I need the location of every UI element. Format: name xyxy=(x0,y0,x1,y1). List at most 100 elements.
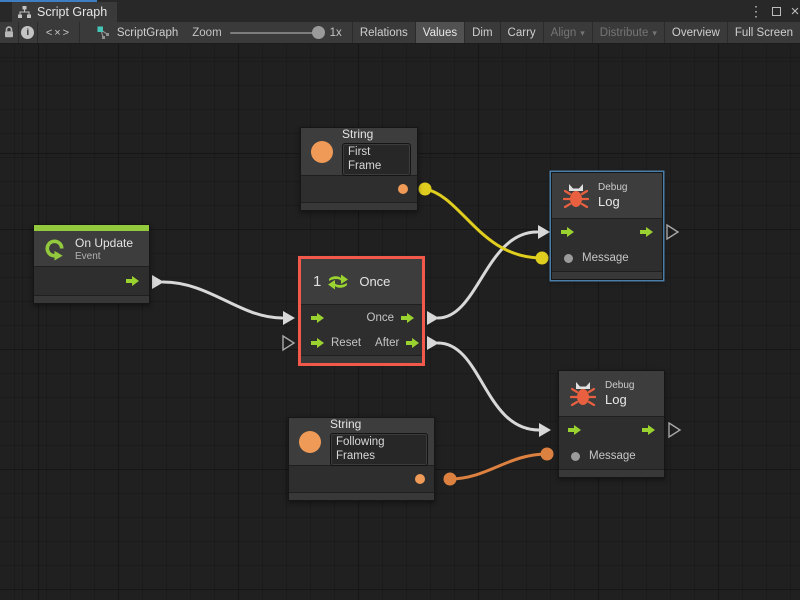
node-debug-log-top[interactable]: Debug Log Message xyxy=(551,172,663,280)
port-label: Message xyxy=(582,252,629,264)
node-debug-log-bottom[interactable]: Debug Log Message xyxy=(558,370,665,478)
view-options: Relations Values Dim Carry Align▾ Distri… xyxy=(351,22,800,43)
wire-once-to-debug-top[interactable] xyxy=(427,225,550,325)
string-type-icon xyxy=(299,430,321,453)
flow-output-port[interactable] xyxy=(640,227,653,237)
flow-output-port[interactable] xyxy=(126,276,139,286)
node-title: String xyxy=(330,416,362,431)
zoom-label: Zoom xyxy=(192,26,222,39)
node-title: Log xyxy=(598,194,620,209)
zoom-slider[interactable] xyxy=(229,26,325,39)
bug-icon xyxy=(570,381,596,406)
wire-onupdate-to-once[interactable] xyxy=(152,275,295,325)
values-button[interactable]: Values xyxy=(415,22,466,43)
unconnected-port-debug-top-out[interactable] xyxy=(666,223,680,241)
reset-input-port[interactable] xyxy=(311,337,324,348)
node-subtitle: Event xyxy=(75,250,101,262)
distribute-dropdown[interactable]: Distribute▾ xyxy=(593,22,665,43)
info-button[interactable]: i xyxy=(19,22,39,43)
control-flow-row xyxy=(552,219,662,245)
port-label: Once xyxy=(366,311,395,324)
string-type-icon xyxy=(311,140,333,163)
node-title: String xyxy=(342,126,374,141)
carry-button[interactable]: Carry xyxy=(501,22,544,43)
tab-title: Script Graph xyxy=(37,5,108,19)
node-string-following-frames[interactable]: String Following Frames xyxy=(288,417,435,501)
graph-canvas[interactable]: String First Frame xyxy=(0,44,800,600)
node-footer xyxy=(301,355,422,363)
graph-hierarchy-icon xyxy=(18,6,31,18)
flow-input-port[interactable] xyxy=(311,312,324,323)
message-input-port[interactable] xyxy=(571,451,580,461)
control-flow-row xyxy=(559,417,664,443)
relations-button[interactable]: Relations xyxy=(353,22,416,43)
port-label: Reset xyxy=(331,336,362,349)
after-output-port[interactable] xyxy=(406,337,420,348)
tab-focus-line xyxy=(0,0,97,2)
node-category: Debug xyxy=(605,380,635,391)
update-loop-icon xyxy=(45,239,64,261)
selection-outline: 1 Once Once Reset Aft xyxy=(298,256,425,366)
string-value-input[interactable]: Following Frames xyxy=(330,432,428,467)
info-icon: i xyxy=(21,26,35,39)
graph-toolbar: i <×> ScriptGraph Zoom 1x Relations Valu… xyxy=(0,22,800,44)
lock-button[interactable] xyxy=(0,22,19,43)
maximize-icon xyxy=(771,6,781,16)
maximize-button[interactable] xyxy=(766,0,786,22)
node-body xyxy=(289,466,434,492)
unconnected-port-once-reset[interactable] xyxy=(282,334,296,352)
code-icon: <×> xyxy=(45,26,72,39)
wire-string-following-to-message[interactable] xyxy=(443,447,554,486)
script-graph-icon xyxy=(97,26,109,39)
string-value-input[interactable]: First Frame xyxy=(342,142,411,177)
node-string-first-frame[interactable]: String First Frame xyxy=(300,127,418,211)
chevron-down-icon: ▾ xyxy=(652,28,657,38)
dim-button[interactable]: Dim xyxy=(465,22,501,43)
align-dropdown[interactable]: Align▾ xyxy=(544,22,593,43)
flow-input-port[interactable] xyxy=(561,227,574,237)
flow-output-port[interactable] xyxy=(642,425,655,435)
port-label: After xyxy=(375,336,400,349)
node-footer xyxy=(301,202,417,210)
close-button[interactable]: × xyxy=(790,2,800,20)
once-count-badge: 1 xyxy=(313,273,322,290)
zoom-value: 1x xyxy=(329,26,342,39)
node-once[interactable]: 1 Once Once Reset Aft xyxy=(301,259,422,363)
edit-script-button[interactable]: <×> xyxy=(38,22,80,43)
string-output-port[interactable] xyxy=(398,184,408,194)
node-body xyxy=(34,267,149,295)
event-accent-bar xyxy=(34,225,149,231)
chevron-down-icon: ▾ xyxy=(580,28,585,38)
node-title: On Update xyxy=(75,235,134,250)
zoom-control: Zoom 1x xyxy=(192,22,352,43)
node-body xyxy=(301,176,417,202)
once-reset-row: Reset After xyxy=(301,330,422,355)
value-input-row: Message xyxy=(552,245,662,271)
message-input-port[interactable] xyxy=(564,253,573,263)
node-footer xyxy=(559,469,664,477)
tab-script-graph[interactable]: Script Graph xyxy=(12,2,118,22)
graph-name-label: ScriptGraph xyxy=(116,26,179,39)
once-output-port[interactable] xyxy=(401,312,414,323)
tab-bar: Script Graph ⋮ × xyxy=(0,0,800,22)
cycle-arrows-icon xyxy=(328,274,349,289)
kebab-menu-icon[interactable]: ⋮ xyxy=(749,2,763,19)
unconnected-port-debug-bottom-out[interactable] xyxy=(668,421,682,439)
value-input-row: Message xyxy=(559,443,664,469)
bug-icon xyxy=(563,183,589,208)
flow-input-port[interactable] xyxy=(568,425,581,435)
string-output-port[interactable] xyxy=(415,474,425,484)
wire-string-first-to-message[interactable] xyxy=(418,182,549,265)
full-screen-button[interactable]: Full Screen xyxy=(734,26,793,39)
node-title: Log xyxy=(605,392,627,407)
once-flow-row: Once xyxy=(301,305,422,330)
overview-button[interactable]: Overview xyxy=(665,22,728,43)
zoom-slider-handle[interactable] xyxy=(311,26,325,39)
node-footer xyxy=(289,492,434,500)
node-on-update-event[interactable]: On Update Event xyxy=(33,224,150,304)
graph-breadcrumb[interactable]: ScriptGraph xyxy=(80,22,192,43)
node-footer xyxy=(552,271,662,279)
port-label: Message xyxy=(589,450,636,462)
wire-after-to-debug-bottom[interactable] xyxy=(427,336,551,437)
